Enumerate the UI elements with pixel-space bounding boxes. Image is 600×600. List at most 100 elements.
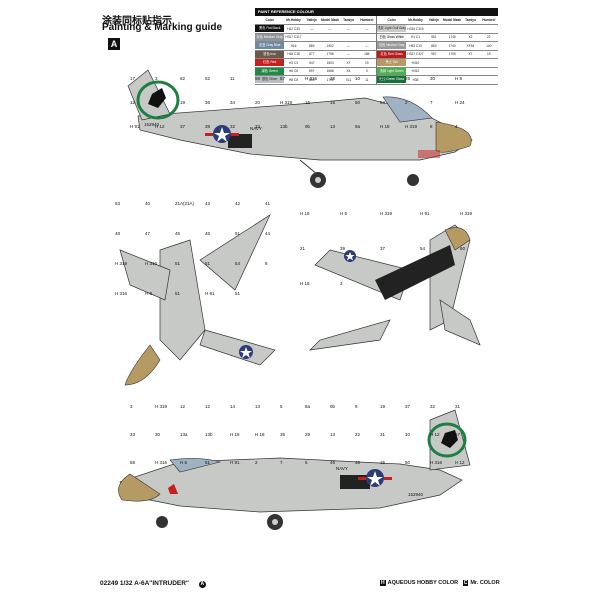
paint-code-humbrol: —	[365, 26, 369, 31]
paint-code-tamiya: —	[346, 26, 351, 31]
color-swatch: 灰蓝 Gray Blue	[255, 42, 285, 50]
column-header: Model Master	[442, 18, 461, 22]
paint-code-tamiya: XF54	[466, 43, 475, 48]
part-callout: H 91	[130, 124, 140, 129]
part-callout: 8	[430, 124, 433, 129]
color-swatch: 白色 Gloss White	[377, 33, 407, 41]
paint-code-vallejo: 951	[431, 35, 437, 40]
part-callout: 40	[145, 201, 151, 206]
paint-code-mm: 1402	[326, 43, 334, 48]
part-callout: 33	[255, 124, 261, 129]
top-view-right	[309, 224, 481, 351]
part-callout: 3	[340, 281, 343, 286]
paint-code-humbrol: 19	[487, 52, 491, 57]
part-callout: 2	[255, 460, 258, 465]
radome	[435, 121, 472, 153]
part-callout: 2	[405, 100, 408, 105]
part-callout: H 12	[155, 124, 165, 129]
part-callout: 50	[405, 460, 411, 465]
part-callout: H 12	[455, 460, 465, 465]
part-callout: 21A(21A)	[175, 201, 195, 206]
paint-code-mrhobby: H327 C327	[407, 52, 424, 57]
part-callout: 8a	[305, 404, 311, 409]
column-header: Tamiya	[465, 18, 476, 22]
paint-code-mrhobby: H8 C8	[288, 77, 299, 82]
part-callout: 62	[180, 76, 186, 81]
part-callout: 36	[205, 100, 211, 105]
part-callout: H 319	[460, 211, 473, 216]
part-callout: H 319	[405, 124, 418, 129]
part-callout: 51	[205, 261, 211, 266]
column-header: Color	[265, 18, 274, 22]
underside-view-left	[119, 214, 276, 386]
column-header: Humbrol	[482, 18, 496, 22]
paint-code-mm: 1790	[326, 77, 334, 82]
part-callout: 51	[205, 460, 211, 465]
part-callout: 51	[235, 291, 241, 296]
part-callout: H 316	[155, 460, 168, 465]
part-callout: 48	[355, 460, 361, 465]
part-callout: 57	[455, 432, 461, 437]
tail-serial-bottom: 152940	[408, 492, 424, 497]
part-callout: 13b	[280, 124, 288, 129]
part-callout: 47	[145, 231, 151, 236]
part-callout: 8	[265, 261, 268, 266]
part-callout: 30	[430, 76, 436, 81]
wing-right-top-view	[439, 299, 481, 346]
part-callout: H 24	[455, 100, 465, 105]
part-callout: 15	[380, 460, 386, 465]
part-callout: 44	[265, 231, 271, 236]
part-callout: 11	[230, 76, 235, 81]
spine-black	[375, 245, 455, 300]
part-callout: 3	[130, 404, 133, 409]
part-callout: 54	[235, 261, 241, 266]
part-callout: H 316	[115, 291, 128, 296]
radome-bottom	[118, 473, 161, 502]
footer-sheet-mark: A	[198, 581, 206, 588]
paint-code-mrhobby: H3 C3	[288, 60, 299, 65]
part-callout: 10	[355, 76, 361, 81]
footer-kit-label: 02249 1/32 A-6A"INTRUDER" A	[100, 580, 206, 588]
part-callout: 9b	[330, 404, 336, 409]
title-english: Painting & Marking guide	[102, 22, 223, 33]
paint-code-mrhobby: H16	[290, 43, 297, 48]
paint-code-humbrol: 3	[365, 69, 368, 74]
mr-color-code: C	[462, 580, 469, 586]
radome-top-view	[444, 227, 471, 251]
paint-code-mm: 1745	[448, 35, 456, 40]
part-callout: 3	[155, 76, 158, 81]
part-callout: 9	[355, 404, 358, 409]
part-callout: 14	[230, 404, 236, 409]
wing-left-lower-left	[119, 249, 171, 301]
part-callout: 51	[380, 281, 386, 286]
part-callout: H 18	[230, 432, 240, 437]
column-header: Color	[387, 18, 396, 22]
part-callout: 18	[155, 100, 161, 105]
part-callout: H 8	[455, 76, 463, 81]
part-callout: 51	[175, 261, 181, 266]
canopy-bottom	[169, 458, 222, 473]
paint-code-tamiya: —	[346, 52, 351, 57]
paint-code-mrhobby: H6 C6	[288, 69, 299, 74]
paint-code-vallejo: 863	[431, 43, 437, 48]
part-callout: 49	[330, 460, 336, 465]
part-callout: 52	[205, 76, 211, 81]
part-callout: 30	[155, 432, 161, 437]
part-callout: H 6	[180, 460, 188, 465]
part-callout: 4	[455, 124, 458, 129]
part-callout: 42	[235, 201, 241, 206]
part-callout: 7	[280, 460, 283, 465]
color-swatch: 红色 Red Gloss	[377, 50, 407, 58]
part-callout: 31	[380, 432, 386, 437]
part-callout: 31	[455, 404, 461, 409]
